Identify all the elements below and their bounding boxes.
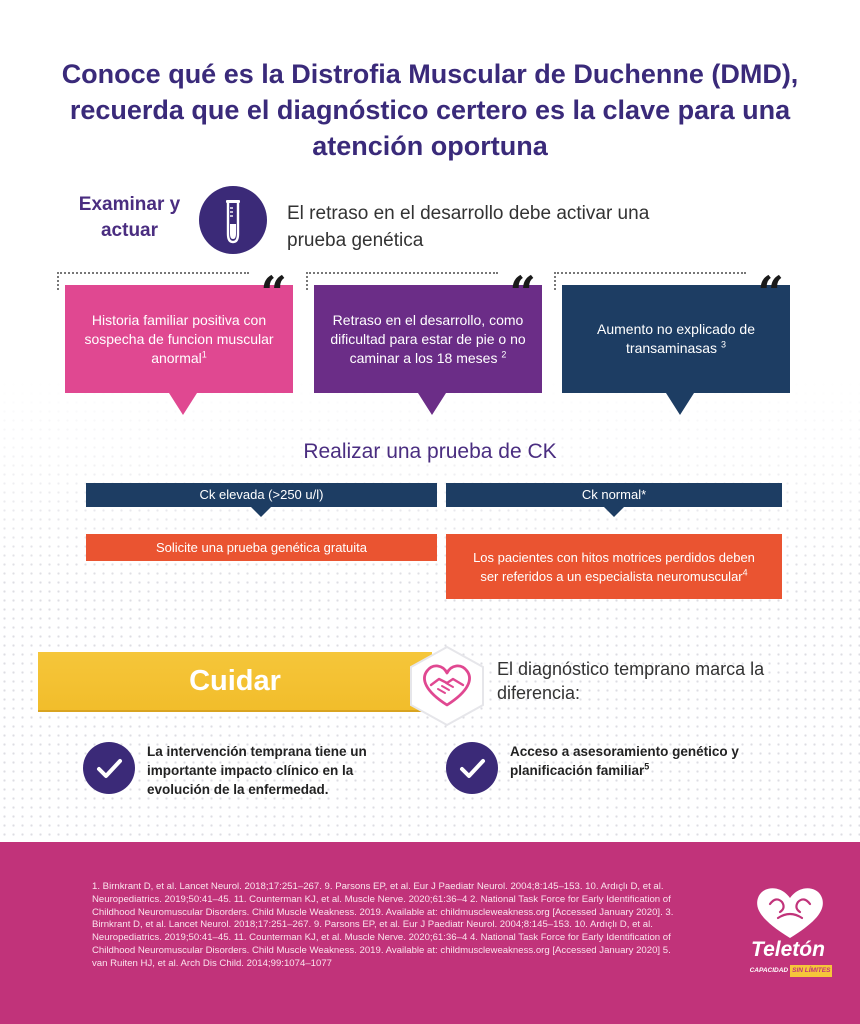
- logo-tagline: CAPACIDAD SIN LÍMITES: [746, 965, 836, 977]
- card-text: Historia familiar positiva con sospecha …: [84, 311, 274, 366]
- card-dotted-frame: [57, 272, 249, 290]
- logo-tag-right: SIN LÍMITES: [790, 965, 833, 977]
- card-box: Retraso en el desarrollo, como dificulta…: [314, 285, 542, 393]
- logo-tag-left: CAPACIDAD: [749, 967, 789, 974]
- checkmark-icon: [83, 742, 135, 794]
- ck-normal-pointer: [604, 507, 624, 517]
- ck-elevated-action: Solicite una prueba genética gratuita: [86, 534, 437, 561]
- bullet-early-intervention: La intervención temprana tiene un import…: [147, 742, 417, 799]
- card-ref: 1: [201, 348, 207, 359]
- quote-icon: “: [260, 266, 287, 320]
- ck-normal-bar: Ck normal*: [446, 483, 782, 507]
- examinar-label: Examinar y actuar: [78, 194, 181, 241]
- footer: [0, 842, 860, 1024]
- logo-name: Teletón: [751, 938, 825, 961]
- card-pointer: [418, 393, 446, 415]
- card-development-delay: Retraso en el desarrollo, como dificulta…: [306, 266, 546, 420]
- ck-normal-action: Los pacientes con hitos motrices perdido…: [446, 534, 782, 599]
- card-dotted-frame: [554, 272, 746, 290]
- page-title: Conoce qué es la Distrofia Muscular de D…: [61, 59, 799, 161]
- cuidar-label: Cuidar: [189, 665, 281, 697]
- bullet-genetic-counseling: Acceso a asesoramiento genético y planif…: [510, 742, 760, 780]
- card-ref: 3: [720, 339, 726, 350]
- examinar-description: El retraso en el desarrollo debe activar…: [287, 203, 650, 251]
- card-dotted-frame: [306, 272, 498, 290]
- ck-test-title: Realizar una prueba de CK: [303, 440, 557, 463]
- bullet-text: Acceso a asesoramiento genético y planif…: [510, 744, 739, 778]
- card-pointer: [666, 393, 694, 415]
- teleton-heart-logo-icon: [740, 880, 840, 980]
- ck-elevated-action-text: Solicite una prueba genética gratuita: [155, 540, 368, 555]
- card-ref: 2: [501, 348, 507, 359]
- card-text: Retraso en el desarrollo, como dificulta…: [330, 311, 526, 366]
- dotted-background: [0, 380, 860, 840]
- card-transaminases: Aumento no explicado de transaminasas 3 …: [554, 266, 794, 420]
- bullet-text: La intervención temprana tiene un import…: [147, 744, 367, 797]
- card-pointer: [169, 393, 197, 415]
- cuidar-banner: [38, 652, 432, 710]
- ck-normal-ref: 4: [742, 567, 748, 578]
- cuidar-description: El diagnóstico temprano marca la diferen…: [497, 659, 765, 703]
- ck-elevated-pointer: [251, 507, 271, 517]
- card-box: Historia familiar positiva con sospecha …: [65, 285, 293, 393]
- bullet-ref: 5: [644, 761, 650, 772]
- ck-elevated-bar: Ck elevada (>250 u/l): [86, 483, 437, 507]
- quote-icon: “: [509, 266, 536, 320]
- card-family-history: Historia familiar positiva con sospecha …: [57, 266, 297, 420]
- card-box: Aumento no explicado de transaminasas 3: [562, 285, 790, 393]
- heart-hands-icon: [405, 643, 489, 729]
- ck-normal-action-text: Los pacientes con hitos motrices perdido…: [473, 549, 755, 584]
- references: 1. Birnkrant D, et al. Lancet Neurol. 20…: [92, 881, 674, 969]
- test-tube-icon: [199, 186, 267, 254]
- checkmark-icon: [446, 742, 498, 794]
- card-text: Aumento no explicado de transaminasas: [597, 321, 755, 356]
- quote-icon: “: [757, 266, 784, 320]
